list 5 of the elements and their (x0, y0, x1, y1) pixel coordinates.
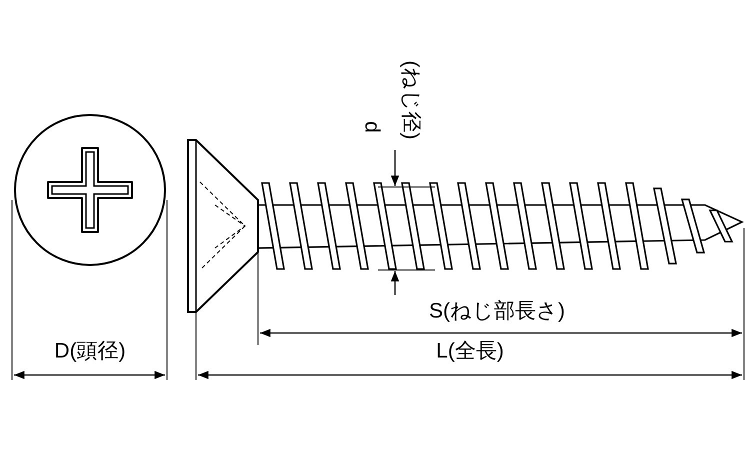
dimension-label: D(頭径) (54, 340, 126, 362)
dimension-label: S(ねじ部長さ) (429, 300, 565, 322)
dimension-label: d (362, 121, 382, 133)
dimension-label: (ねじ径) (400, 60, 422, 140)
dimension-label: L(全長) (436, 340, 504, 362)
